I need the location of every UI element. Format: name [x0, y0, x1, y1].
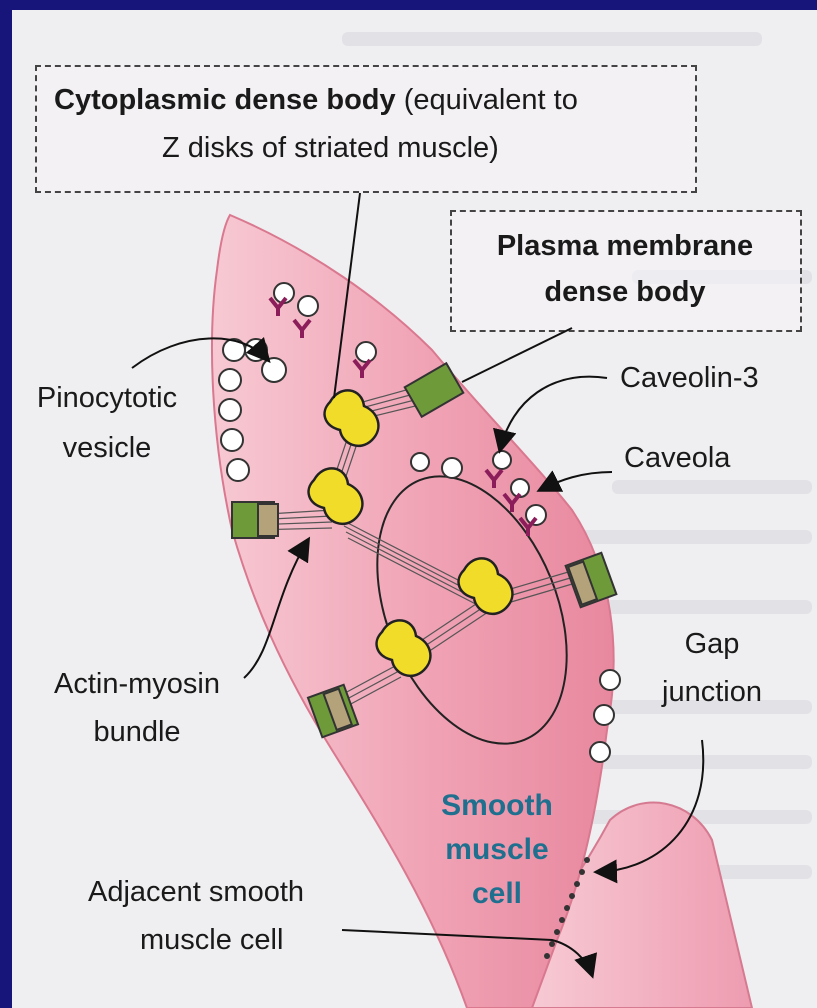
dense-body-label-rest: (equivalent to — [404, 84, 578, 116]
dense-body-label-bold: Cytoplasmic dense body — [54, 84, 396, 116]
caveola-label: Caveola — [624, 440, 730, 476]
actin-myosin-label-line2: bundle — [22, 714, 252, 750]
pinocytotic-label-line1: Pinocytotic — [12, 380, 202, 416]
smooth-muscle-cell-label-line1: Smooth — [412, 788, 582, 824]
dense-body-label-line2: Z disks of striated muscle) — [162, 130, 499, 166]
plasma-membrane-label-line2: dense body — [460, 274, 790, 310]
gap-junction-label-line2: junction — [642, 674, 782, 710]
plasma-membrane-label-line1: Plasma membrane — [460, 228, 790, 264]
smooth-muscle-cell-label-line2: muscle — [412, 832, 582, 868]
actin-myosin-label-line1: Actin-myosin — [22, 666, 252, 702]
adjacent-cell-label-line2: muscle cell — [140, 922, 283, 958]
gap-junction-label-line1: Gap — [642, 626, 782, 662]
smooth-muscle-cell-label-line3: cell — [412, 876, 582, 912]
figure-panel: Cytoplasmic dense body (equivalent to Z … — [12, 10, 817, 1008]
adjacent-cell-label-line1: Adjacent smooth — [88, 874, 304, 910]
pinocytotic-label-line2: vesicle — [12, 430, 202, 466]
caveolin-label: Caveolin-3 — [620, 360, 759, 396]
dense-body-label-line1: Cytoplasmic dense body (equivalent to — [54, 82, 578, 118]
